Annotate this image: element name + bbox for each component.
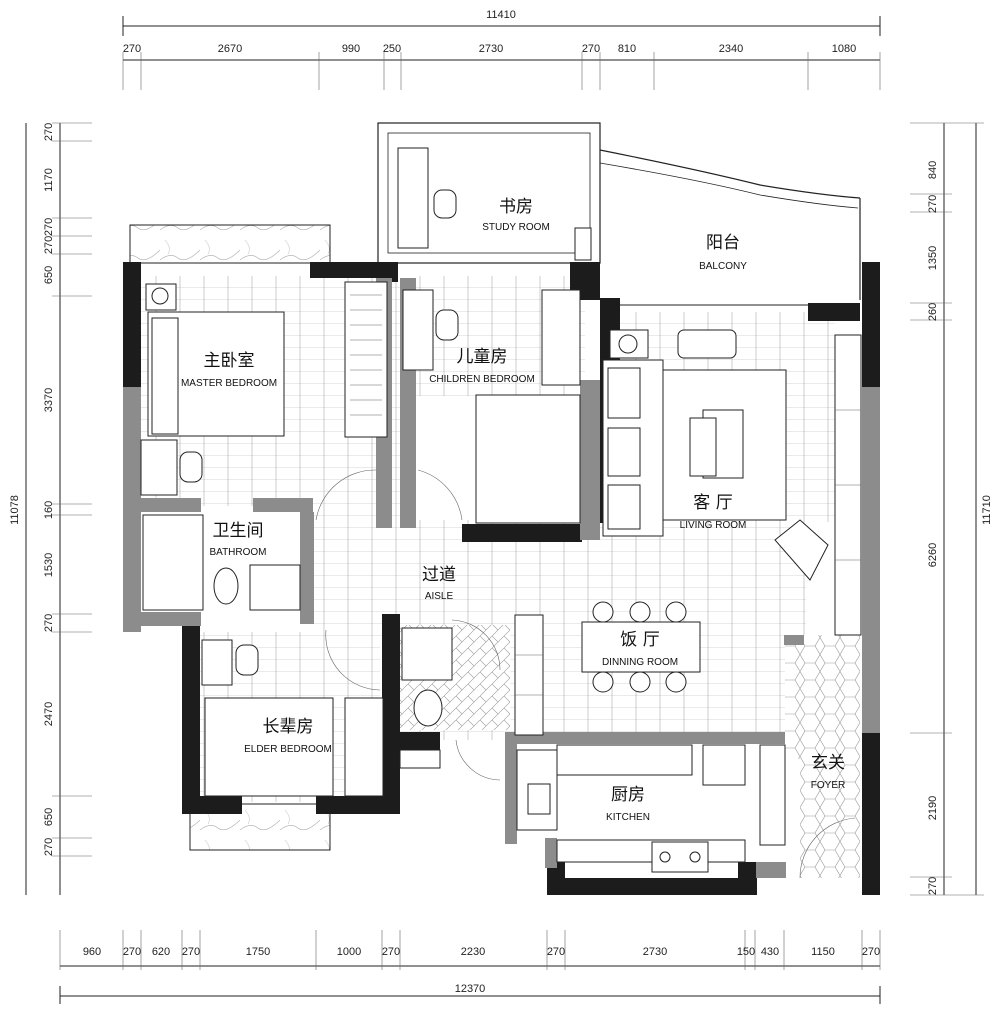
dim-left-1: 270 — [43, 123, 55, 141]
dim-bottom-11: 150 — [737, 946, 755, 958]
dim-bottom-14: 270 — [862, 946, 880, 958]
dim-bottom-total: 12370 — [455, 983, 486, 995]
dim-top-7: 810 — [618, 43, 636, 55]
label-foyer-en: FOYER — [811, 780, 845, 791]
dim-bottom-5: 1750 — [246, 946, 270, 958]
label-living-cn: 客 厅 — [693, 493, 732, 513]
label-aisle-cn: 过道 — [422, 565, 456, 585]
right-dimensions: 840 270 1350 260 6260 2190 270 11710 — [910, 122, 993, 896]
dim-top-8: 2340 — [719, 43, 743, 55]
dim-left-10: 2470 — [43, 702, 55, 726]
label-dining-cn: 饭 厅 — [620, 630, 659, 650]
dim-right-5: 6260 — [927, 543, 939, 567]
dim-bottom-9: 270 — [547, 946, 565, 958]
dim-bottom-13: 1150 — [811, 946, 835, 958]
dim-left-7: 160 — [43, 501, 55, 519]
dim-bottom-12: 430 — [761, 946, 779, 958]
dim-left-8: 1530 — [43, 553, 55, 577]
dim-left-5: 650 — [43, 266, 55, 284]
dim-top-6: 270 — [582, 43, 600, 55]
dim-right-2: 270 — [927, 195, 939, 213]
label-balcony-cn: 阳台 — [706, 233, 740, 253]
label-living-en: LIVING ROOM — [680, 520, 747, 531]
label-master-en: MASTER BEDROOM — [181, 378, 277, 389]
dim-top-4: 250 — [383, 43, 401, 55]
dim-right-7: 270 — [927, 877, 939, 895]
dim-right-4: 260 — [927, 303, 939, 321]
dim-bottom-8: 2230 — [461, 946, 485, 958]
dim-top-1: 270 — [123, 43, 141, 55]
label-elder-cn: 长辈房 — [263, 717, 314, 737]
label-master-cn: 主卧室 — [204, 351, 255, 371]
dim-right-6: 2190 — [927, 796, 939, 820]
label-children-cn: 儿童房 — [457, 347, 508, 367]
dim-left-total: 11078 — [9, 495, 21, 525]
dim-bottom-3: 620 — [152, 946, 170, 958]
dim-left-6: 3370 — [43, 388, 55, 412]
label-aisle-en: AISLE — [425, 591, 454, 602]
dim-left-2: 1170 — [43, 168, 55, 192]
dim-top-total: 11410 — [486, 9, 516, 21]
label-kitchen-cn: 厨房 — [611, 785, 645, 805]
dim-left-9: 270 — [43, 614, 55, 632]
dim-bottom-4: 270 — [182, 946, 200, 958]
label-kitchen-en: KITCHEN — [606, 812, 650, 823]
dim-right-3: 1350 — [927, 246, 939, 270]
dim-top-2: 2670 — [218, 43, 242, 55]
room-labels: 书房 STUDY ROOM 阳台 BALCONY 主卧室 MASTER BEDR… — [181, 197, 845, 823]
label-study-en: STUDY ROOM — [482, 222, 550, 233]
label-foyer-cn: 玄关 — [811, 753, 845, 773]
dim-top-5: 2730 — [479, 43, 503, 55]
dim-right-1: 840 — [927, 161, 939, 179]
dim-top-9: 1080 — [832, 43, 856, 55]
label-bathroom-cn: 卫生间 — [213, 521, 264, 541]
dim-left-3: 270 — [43, 218, 55, 236]
dim-bottom-1: 960 — [83, 946, 101, 958]
dim-left-12: 270 — [43, 838, 55, 856]
dim-bottom-7: 270 — [382, 946, 400, 958]
top-dimensions: 11410 270 2670 990 250 2730 270 810 2340… — [122, 9, 881, 90]
label-children-en: CHILDREN BEDROOM — [429, 374, 535, 385]
dim-bottom-10: 2730 — [643, 946, 667, 958]
label-balcony-en: BALCONY — [699, 261, 747, 272]
bottom-dimensions: 960 270 620 270 1750 1000 270 2230 270 2… — [59, 930, 881, 1004]
dim-left-4: 270 — [43, 236, 55, 254]
dim-right-total: 11710 — [981, 495, 993, 525]
label-elder-en: ELDER BEDROOM — [244, 744, 332, 755]
label-study-cn: 书房 — [499, 197, 533, 217]
furniture — [140, 147, 862, 873]
door-swings — [315, 469, 856, 879]
label-bathroom-en: BATHROOM — [209, 547, 266, 558]
dim-bottom-2: 270 — [123, 946, 141, 958]
walls — [123, 122, 880, 895]
left-dimensions: 11078 270 1170 270 270 650 3370 160 1530… — [9, 122, 92, 895]
dim-bottom-6: 1000 — [337, 946, 361, 958]
label-dining-en: DINNING ROOM — [602, 657, 678, 668]
dim-left-11: 650 — [43, 808, 55, 826]
dim-top-3: 990 — [342, 43, 360, 55]
